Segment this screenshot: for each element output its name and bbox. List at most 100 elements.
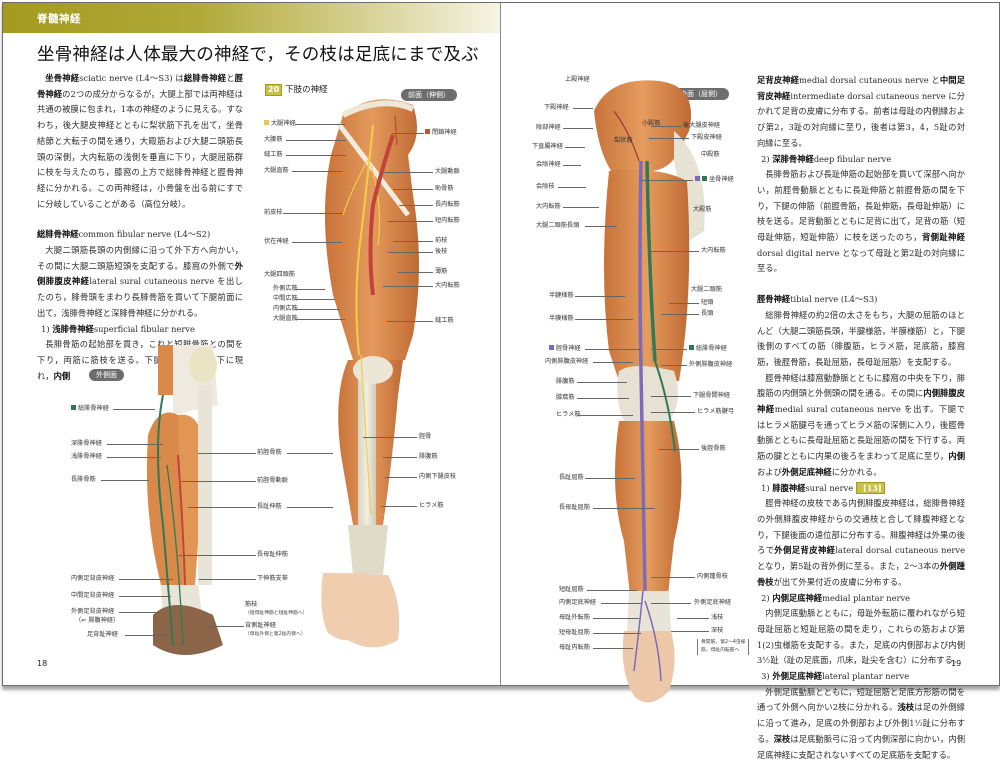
label-gastrocnemius: 腓腹筋 [419, 453, 438, 460]
label-pectineus: 恥骨筋 [435, 185, 454, 192]
view-label-lateral: 外側面 [89, 369, 124, 381]
note-muscular-branch: （短母趾伸筋と短趾伸筋へ） [245, 611, 308, 616]
label-adductor-hallucis: 母趾内転筋 [559, 644, 590, 651]
left-text-column: 坐骨神経sciatic nerve (L4～S3) は総腓骨神経と脛骨神経の2つ… [37, 71, 243, 384]
label-tibialis-posterior: 後脛骨筋 [701, 445, 726, 452]
label-quadriceps: 大腿四頭筋 [264, 271, 295, 278]
label-lateral-plantar-nerve: 外側足底神経 [694, 599, 732, 606]
label-anterior-cutaneous-branch: 前皮枝 [264, 209, 283, 216]
label-medial-plantar-nerve: 内側足底神経 [559, 599, 597, 606]
label-abductor-hallucis: 母趾外転筋 [559, 614, 590, 621]
label-from-sural-nerve: （⇐ 腓腹神経） [75, 617, 120, 624]
heading-common-fibular: 総腓骨神経common fibular nerve (L4～S2) [37, 229, 211, 240]
label-inferior-extensor-retinaculum: 下伸筋支帯 [257, 575, 288, 582]
label-dorsal-digital-nerve: 背側趾神経 [245, 622, 276, 629]
label-adductor-magnus-post: 大内転筋 [536, 203, 561, 210]
label-tibia: 脛骨 [419, 433, 432, 440]
label-semitendinosus: 半腱様筋 [549, 292, 574, 299]
label-rectus-femoris-2: 大腿直筋 [273, 315, 298, 322]
label-vastus-lateralis: 外側広筋 [273, 285, 298, 292]
paragraph-deep-fibular: 長腓骨筋および長趾伸筋の起始部を貫いて深部へ向かい，前脛骨動脈とともに長趾伸筋と… [757, 169, 965, 274]
label-biceps-long-head: 大腿二頭筋長頭 [536, 222, 580, 229]
page-gutter [500, 3, 501, 685]
label-muscular-branch: 筋枝 [245, 601, 258, 608]
label-tendinous-arch-soleus: ヒラメ筋腱弓 [697, 408, 734, 415]
label-fibularis-longus: 長腓骨筋 [71, 476, 96, 483]
label-gluteus-minimus: 小殿筋 [642, 120, 661, 127]
page-number-right: 19 [951, 659, 962, 668]
paragraph-tibial-1: 総腓骨神経の約2倍の太さをもち，大腿の屈筋のほとんど（大腿二頭筋長頭，半腱様筋，… [757, 309, 965, 367]
label-rectus-femoris: 大腿直筋 [264, 167, 289, 174]
label-inferior-cluneal-nerves: 下殿皮神経 [691, 134, 722, 141]
paragraph-superficial-fibular: 長腓骨筋の起始部を貫き，これと短腓骨筋との間を下り，両筋に筋枝を送る。下腿の遠位… [37, 339, 243, 381]
label-flexor-digitorum-longus: 長趾屈筋 [559, 474, 584, 481]
label-anterior-branch: 前枝 [435, 237, 448, 244]
label-saphenous-nerve: 伏在神経 [264, 238, 289, 245]
label-flexor-hallucis-brevis: 短母趾屈筋 [559, 629, 590, 636]
label-medial-calcaneal-branch: 内側踵骨枝 [697, 573, 728, 580]
label-gluteus-medius: 中殿筋 [701, 151, 720, 158]
paragraph-sciatic: 坐骨神経sciatic nerve (L4～S3) は総腓骨神経と脛骨神経の2つ… [37, 73, 243, 209]
label-lateral-dorsal-cutaneous: 外側足背皮神経 [71, 608, 115, 615]
label-popliteus: 膝窩筋 [556, 394, 575, 401]
label-soleus-post: ヒラメ筋 [556, 411, 581, 418]
label-perineal-branch: 会陰枝 [536, 183, 555, 190]
label-vastus-medialis: 内側広筋 [273, 305, 298, 312]
label-deep-branch: 深枝 [711, 627, 724, 634]
label-tibial-nerve: 脛骨神経 [549, 345, 581, 353]
heading-sural: 1) 腓腹神経sural nerve [13] [757, 481, 965, 497]
label-sartorius-2: 縫工筋 [435, 317, 454, 324]
front-foot-illustration [321, 573, 375, 641]
label-superior-gluteal-nerve: 上殿神経 [565, 76, 590, 83]
paragraph-medial-plantar: 内側足底動脈とともに，母趾外転筋に覆われながら短母趾屈筋と短趾屈筋の間を走り，こ… [757, 608, 965, 666]
label-adductor-brevis: 短内転筋 [435, 217, 460, 224]
label-femoral-nerve: 大腿神経 [264, 120, 296, 128]
label-medial-crural-cutaneous: 内側下腿皮枝 [419, 473, 457, 480]
note-dorsal-digital-nerve: （母趾外側と第2趾内側へ） [245, 632, 306, 637]
label-anterior-tibial-artery: 前脛骨動脈 [257, 477, 288, 484]
label-common-fibular-post: 総腓骨神経 [689, 345, 727, 353]
label-intermediate-dorsal-cutaneous: 中間足背皮神経 [71, 592, 115, 599]
label-sartorius: 縫工筋 [264, 151, 283, 158]
heading-tibial: 脛骨神経tibial nerve (L4～S3) [757, 294, 878, 305]
label-interosseous-nerve-leg: 下腿骨間神経 [693, 392, 731, 399]
label-superficial-fibular-nerve: 浅腓骨神経 [71, 453, 102, 460]
label-posterior-femoral-cutaneous: 後大腿皮神経 [683, 122, 721, 129]
paragraph-tibial-2: 脛骨神経は膝窩動静脈とともに膝窩の中央を下り，腓腹筋の内側頭と外側頭の間を通る。… [757, 372, 965, 477]
view-label-front: 前面（伸側） [401, 89, 457, 101]
label-pudendal-nerve: 陰部神経 [536, 124, 561, 131]
label-adductor-magnus: 大内転筋 [435, 282, 460, 289]
label-gluteus-maximus: 大殿筋 [693, 206, 712, 213]
label-inferior-gluteal-nerve: 下殿神経 [544, 104, 569, 111]
label-posterior-branch: 後枝 [435, 248, 448, 255]
figure-ref-13[interactable]: [13] [855, 481, 885, 494]
chapter-label: 脊髄神経 [37, 13, 81, 25]
posterior-leg-illustration [594, 80, 705, 703]
chapter-band: 脊髄神経 [3, 3, 500, 33]
heading-medial-plantar: 2) 内側足底神経medial plantar nerve [761, 592, 911, 603]
label-adductor-longus: 長内転筋 [435, 201, 460, 208]
figure-number: 20 [265, 84, 283, 96]
label-gastrocnemius-post: 腓腹筋 [556, 378, 575, 385]
label-medial-sural-cutaneous: 内側腓腹皮神経 [545, 358, 589, 365]
note-deep-branch: 骨間筋，第2～4虫様 筋，母趾内転筋へ [697, 639, 750, 655]
label-dorsal-digital-nerves-foot: 足背趾神経 [87, 631, 118, 638]
label-lateral-sural-cutaneous: 外側腓腹皮神経 [689, 361, 733, 368]
label-flexor-hallucis-longus: 長母趾屈筋 [559, 504, 590, 511]
label-inferior-rectal-nerve: 下直腸神経 [532, 143, 563, 150]
label-semimembranosus: 半膜様筋 [549, 315, 574, 322]
label-obturator-nerve: 閉鎖神経 [425, 129, 457, 137]
lateral-leg-illustration [146, 345, 223, 655]
label-extensor-hallucis-longus: 長母趾伸筋 [257, 551, 288, 558]
label-short-head: 短頭 [701, 299, 714, 306]
label-common-fibular-nerve: 総腓骨神経 [71, 405, 109, 413]
label-extensor-digitorum-longus: 長趾伸筋 [257, 503, 282, 510]
label-vastus-intermedius: 中間広筋 [273, 295, 298, 302]
label-medial-dorsal-cutaneous: 内側足背皮神経 [71, 575, 115, 582]
label-perineal-nerve: 会陰神経 [536, 161, 561, 168]
label-adductor-magnus-right: 大内転筋 [701, 247, 726, 254]
paragraph-sural: 脛骨神経の皮枝である内側腓腹皮神経は，総腓骨神経の外側腓腹皮神経からの交通枝と合… [757, 498, 965, 587]
label-soleus: ヒラメ筋 [419, 502, 444, 509]
